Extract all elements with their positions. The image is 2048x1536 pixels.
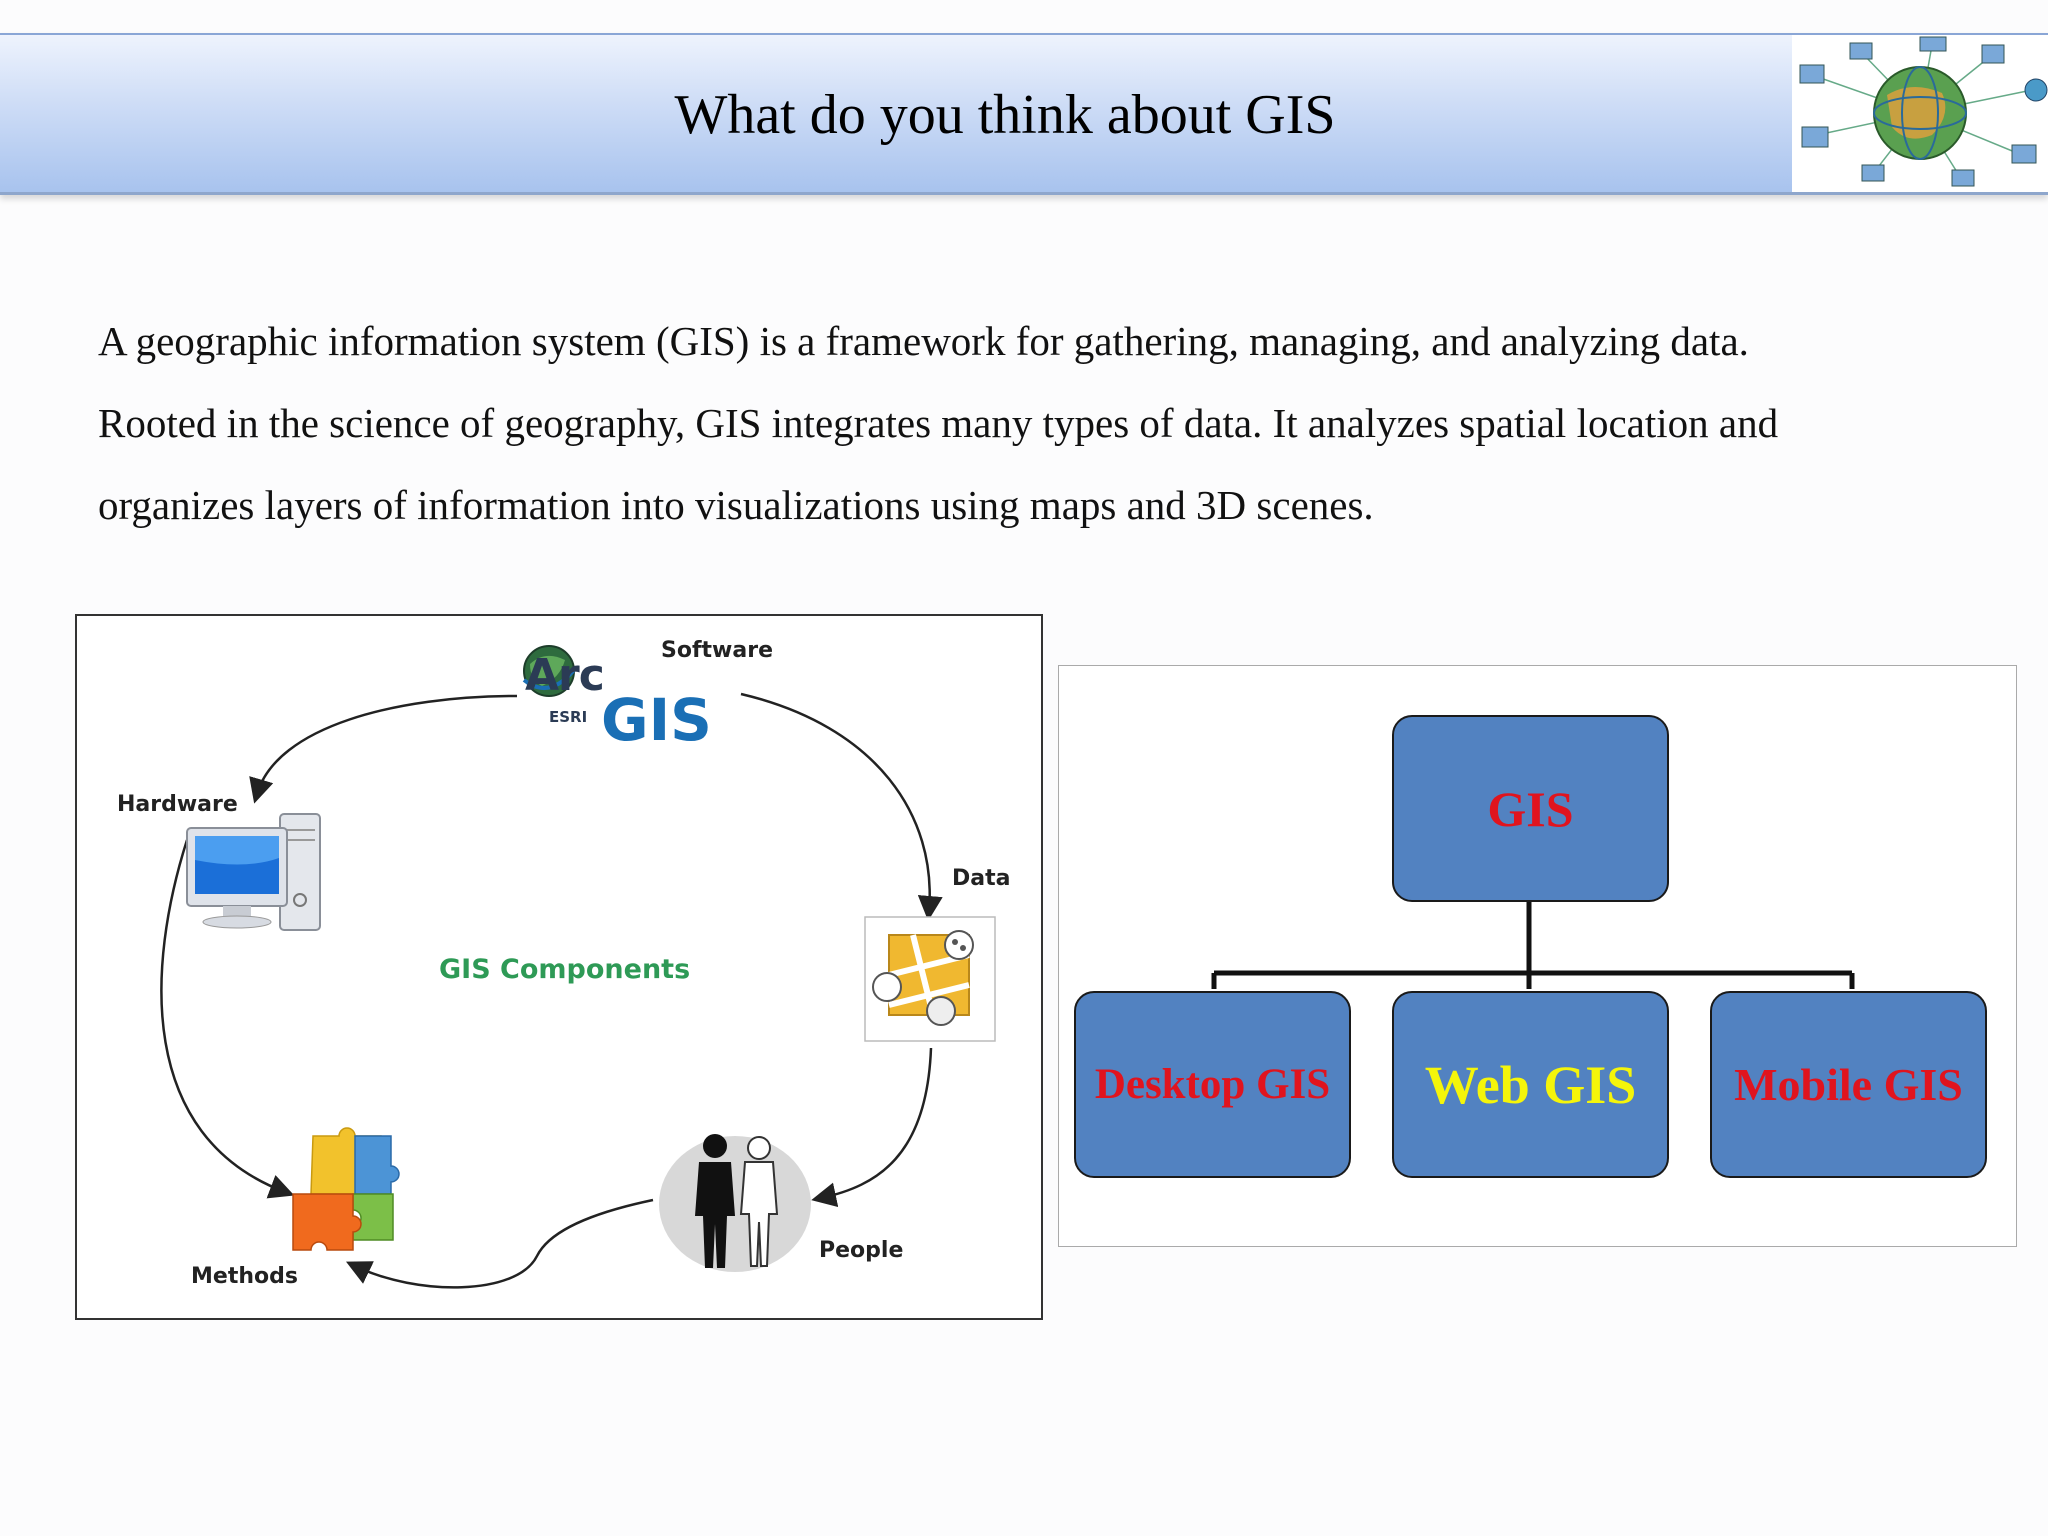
arcgis-logo-gis: GIS <box>601 686 712 754</box>
methods-label: Methods <box>191 1264 298 1289</box>
gis-types-diagram: GIS Desktop GIS Web GIS Mobile GIS <box>1058 665 2017 1247</box>
data-label: Data <box>952 866 1011 891</box>
slide-title: What do you think about GIS <box>674 84 1336 146</box>
gis-components-diagram: Arc ESRI GIS Software Hardware Data Peop… <box>75 614 1043 1320</box>
arcgis-logo-esri: ESRI <box>549 708 588 726</box>
arcgis-globe-icon <box>520 640 578 707</box>
globe-network-icon <box>1792 35 2048 192</box>
software-label: Software <box>661 638 773 663</box>
map-data-icon <box>863 915 997 1048</box>
intro-line-2: Rooted in the science of geography, GIS … <box>98 400 1779 446</box>
puzzle-icon <box>283 1126 417 1265</box>
arcgis-logo-arc: Arc <box>525 650 605 701</box>
slide-header: What do you think about GIS <box>0 33 2048 195</box>
hardware-label: Hardware <box>117 792 238 817</box>
people-label: People <box>819 1238 904 1263</box>
gis-components-label: GIS Components <box>439 954 691 985</box>
web-gis-box: Web GIS <box>1392 991 1669 1178</box>
people-silhouette-icon <box>655 1126 815 1281</box>
intro-line-1: A geographic information system (GIS) is… <box>98 318 1749 364</box>
mobile-gis-box: Mobile GIS <box>1710 991 1987 1178</box>
desktop-gis-box: Desktop GIS <box>1074 991 1351 1178</box>
gis-root-box: GIS <box>1392 715 1669 902</box>
intro-paragraph: A geographic information system (GIS) is… <box>98 300 2008 546</box>
computer-icon <box>185 810 325 939</box>
intro-line-3: organizes layers of information into vis… <box>98 482 1374 528</box>
